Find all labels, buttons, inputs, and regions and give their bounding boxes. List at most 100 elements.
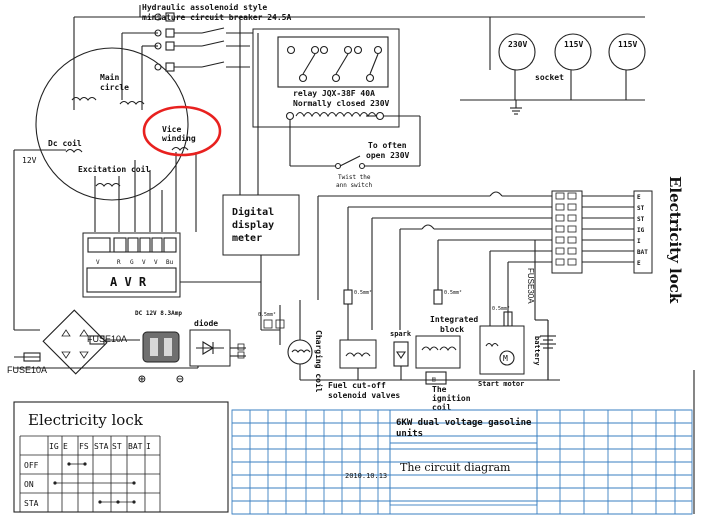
lock-row-1: ON [24, 480, 34, 489]
elock-connector [567, 192, 577, 200]
elock-connector [567, 236, 577, 244]
often-open-label-2: open 230V [366, 151, 410, 160]
sockets: 230V 115V 115V socket [460, 16, 646, 115]
socket-115v-b: 115V [618, 40, 637, 49]
diode-section: diode [189, 318, 246, 367]
lock-row-0: OFF [24, 461, 39, 470]
title-block: 6KW dual voltage gasoline units The circ… [231, 409, 693, 515]
lock-header-3: STA [94, 442, 109, 451]
rectifier-section: FUSE10A FUSE10A DC 12V 8.3Amp ⊕ ⊖ [7, 309, 199, 387]
breaker-title: Hydraulic assolenoid style [142, 2, 267, 12]
vice-winding-label: Vice [162, 124, 181, 134]
elock-terminal-1: ST [637, 205, 645, 212]
elock-terminal-4: I [637, 238, 641, 245]
lock-table-title: Electricity lock [28, 411, 144, 429]
title-block-title: 6KW dual voltage gasoline [396, 417, 532, 428]
twist-switch: To often open 230V Twist the ann switch [289, 115, 421, 189]
avr-module: V R G V V Bu A V R [82, 232, 181, 298]
avr-label: A V R [110, 275, 147, 289]
integrated-tag: 0.5mm² [444, 290, 462, 296]
elock-connector [555, 258, 565, 266]
lock-header-6: I [146, 442, 151, 451]
excitation-coil-label: Excitation coil [78, 164, 150, 174]
avr-terminal-2: G [130, 259, 134, 266]
elock-connector [555, 236, 565, 244]
title-block-date: 2010.10.13 [345, 472, 387, 480]
relay-sublabel: Normally closed 230V [293, 99, 390, 108]
avr-terminal-1: R [117, 259, 121, 266]
avr-terminal-3: V [142, 259, 146, 266]
elock-terminal-3: IG [637, 227, 645, 234]
elock-connector [567, 214, 577, 222]
dc-coil-label: Dc coil [48, 138, 82, 148]
charging-coil-section: 0.5mm² Charging coil [258, 282, 324, 393]
charging-tag: 0.5mm² [258, 312, 276, 318]
elock-connector [567, 258, 577, 266]
fuel-cutoff-section: 0.5mm² Fuel cut-off solenoid valves [328, 289, 400, 400]
integrated-block-label: Integrated [430, 315, 478, 324]
fuse10a-upper-label: FUSE10A [87, 334, 127, 344]
integrated-block-section: 0.5mm² Integrated block ▤ The ignition c… [415, 289, 478, 412]
title-block-name: The circuit diagram [400, 461, 511, 474]
lock-header-5: BAT [128, 442, 143, 451]
lock-header-0: IG [49, 442, 59, 451]
ignition-coil-label-2: ignition [432, 393, 471, 403]
avr-terminal-5: Bu [166, 259, 174, 266]
fuse30a-label: FUSE30A [526, 268, 535, 304]
digital-display-meter: Digital display meter [180, 17, 300, 283]
elock-connector [555, 203, 565, 211]
fuel-tag: 0.5mm² [354, 290, 372, 296]
motor-symbol: M [503, 354, 508, 363]
avr-terminal-4: V [154, 259, 158, 266]
elock-connector [567, 247, 577, 255]
twist-switch-label: Twist the [338, 174, 371, 181]
elock-terminal-2: ST [637, 216, 645, 223]
fuel-cutoff-label: Fuel cut-off [328, 381, 386, 390]
elock-terminal-5: BAT [637, 249, 648, 256]
elock-connector [567, 203, 577, 211]
spark-section: spark [390, 330, 412, 380]
start-motor-label: Start motor [478, 380, 524, 388]
elock-connector [555, 214, 565, 222]
elock-terminal-0: E [637, 194, 641, 201]
main-circle-label: Main [100, 72, 119, 82]
twelve-v-label: 12V [22, 156, 37, 165]
ignition-coil-label-3: coil [432, 402, 451, 412]
dc-label: DC 12V 8.3Amp [135, 310, 182, 317]
elock-connector [555, 225, 565, 233]
socket-label: socket [535, 73, 564, 82]
elock-connector [555, 247, 565, 255]
twist-switch-label-2: ann switch [336, 182, 373, 189]
socket-115v-a: 115V [564, 40, 583, 49]
relay-label: relay JQX-38F 40A [293, 89, 375, 98]
vice-winding-label-2: winding [162, 133, 196, 143]
diode-label: diode [194, 318, 218, 328]
main-circle-label-2: circle [100, 82, 129, 92]
circuit-breaker: Hydraulic assolenoid style miniature cir… [73, 2, 500, 110]
ignition-coil-label: The [432, 385, 447, 394]
annotation-circle [142, 105, 222, 157]
spark-label: spark [390, 330, 412, 338]
fuse10a-lower-label: FUSE10A [7, 365, 47, 375]
plus-terminal: ⊕ [138, 372, 146, 387]
relay: relay JQX-38F 40A Normally closed 230V [252, 28, 400, 128]
elock-connector [567, 225, 577, 233]
digital-label-2: display [232, 219, 274, 231]
socket-230v: 230V [508, 40, 527, 49]
fuel-cutoff-label-2: solenoid valves [328, 390, 400, 400]
motor-tag: 0.5mm² [492, 306, 510, 312]
elock-vertical-label: Electricity lock [666, 176, 684, 304]
avr-terminal-0: V [96, 259, 100, 266]
start-motor-section: 0.5mm² M Start motor battery [478, 306, 556, 388]
lock-header-4: ST [112, 442, 122, 451]
title-block-title-2: units [396, 428, 423, 439]
digital-label-3: meter [232, 233, 262, 244]
electricity-lock-switch: E ST ST IG I BAT E Electricity lock [551, 176, 684, 304]
generator: Main circle Dc coil Vice winding 12V Exc… [13, 47, 197, 330]
elock-terminal-6: E [637, 260, 641, 267]
lock-header-2: FS [79, 442, 89, 451]
digital-label-1: Digital [232, 206, 274, 218]
battery-label: battery [533, 336, 541, 366]
